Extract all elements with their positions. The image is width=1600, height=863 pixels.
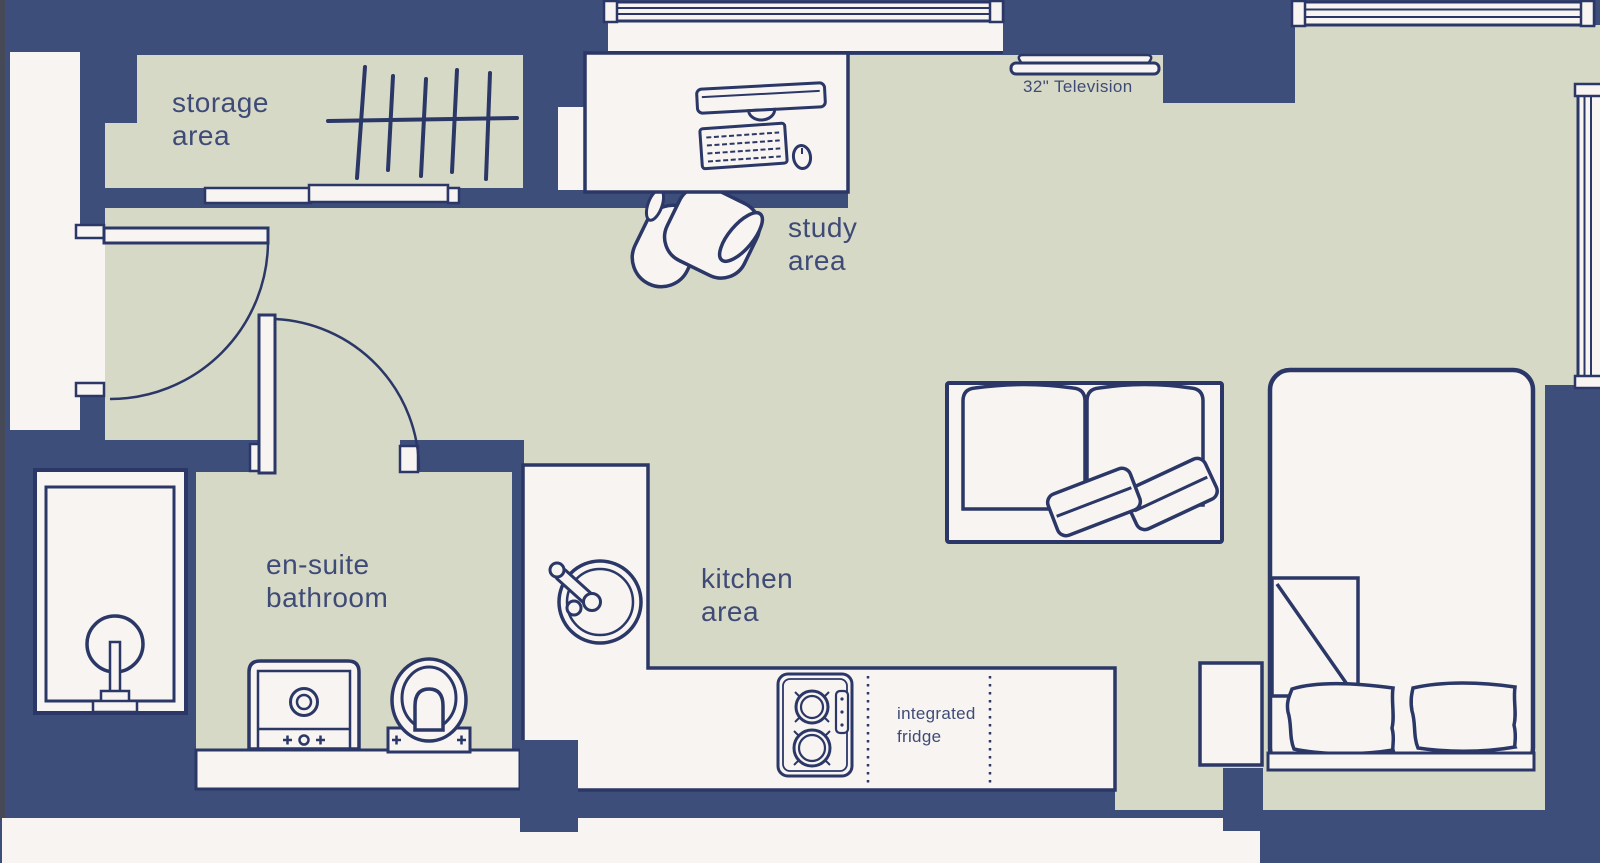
kitchen-sink-icon bbox=[548, 559, 643, 645]
keyboard-icon bbox=[698, 121, 789, 171]
shower-icon bbox=[33, 468, 188, 715]
bathroom-door bbox=[248, 313, 421, 475]
double-bed-icon bbox=[1266, 367, 1536, 772]
window-living bbox=[1290, 0, 1596, 28]
bed-pillow bbox=[1409, 681, 1518, 753]
toilet-icon bbox=[386, 657, 472, 754]
entrance-door bbox=[74, 223, 270, 401]
headboard bbox=[1266, 751, 1536, 772]
nightstand-icon bbox=[1198, 661, 1264, 767]
wall-step bbox=[1223, 768, 1263, 831]
clothes-rail-icon bbox=[326, 65, 519, 181]
wall-pillar bbox=[520, 740, 578, 832]
television-icon bbox=[1009, 53, 1161, 76]
monitor-icon bbox=[695, 81, 827, 122]
window-study bbox=[602, 0, 1005, 24]
desk bbox=[583, 51, 850, 194]
sofa-icon bbox=[945, 381, 1224, 544]
sliding-door bbox=[203, 183, 461, 205]
label-kitchen-area: kitchen area bbox=[701, 563, 794, 628]
label-television: 32" Television bbox=[1023, 77, 1133, 96]
bed-pillow bbox=[1285, 681, 1396, 756]
label-ensuite-bathroom: en-suite bathroom bbox=[266, 549, 389, 614]
label-study-area: study area bbox=[788, 212, 858, 277]
frame-edge bbox=[0, 0, 5, 820]
label-storage-area: storage area bbox=[172, 87, 269, 152]
label-integrated-fridge: integrated fridge bbox=[897, 704, 976, 746]
mouse-icon bbox=[791, 144, 813, 170]
hob-icon bbox=[776, 672, 854, 778]
vanity-counter bbox=[194, 748, 522, 791]
office-chair-icon bbox=[630, 184, 765, 289]
sofa-cushion bbox=[1045, 466, 1143, 538]
washing-machine-icon bbox=[247, 659, 361, 751]
window-right bbox=[1573, 82, 1600, 390]
exterior-areas bbox=[2, 20, 1260, 863]
